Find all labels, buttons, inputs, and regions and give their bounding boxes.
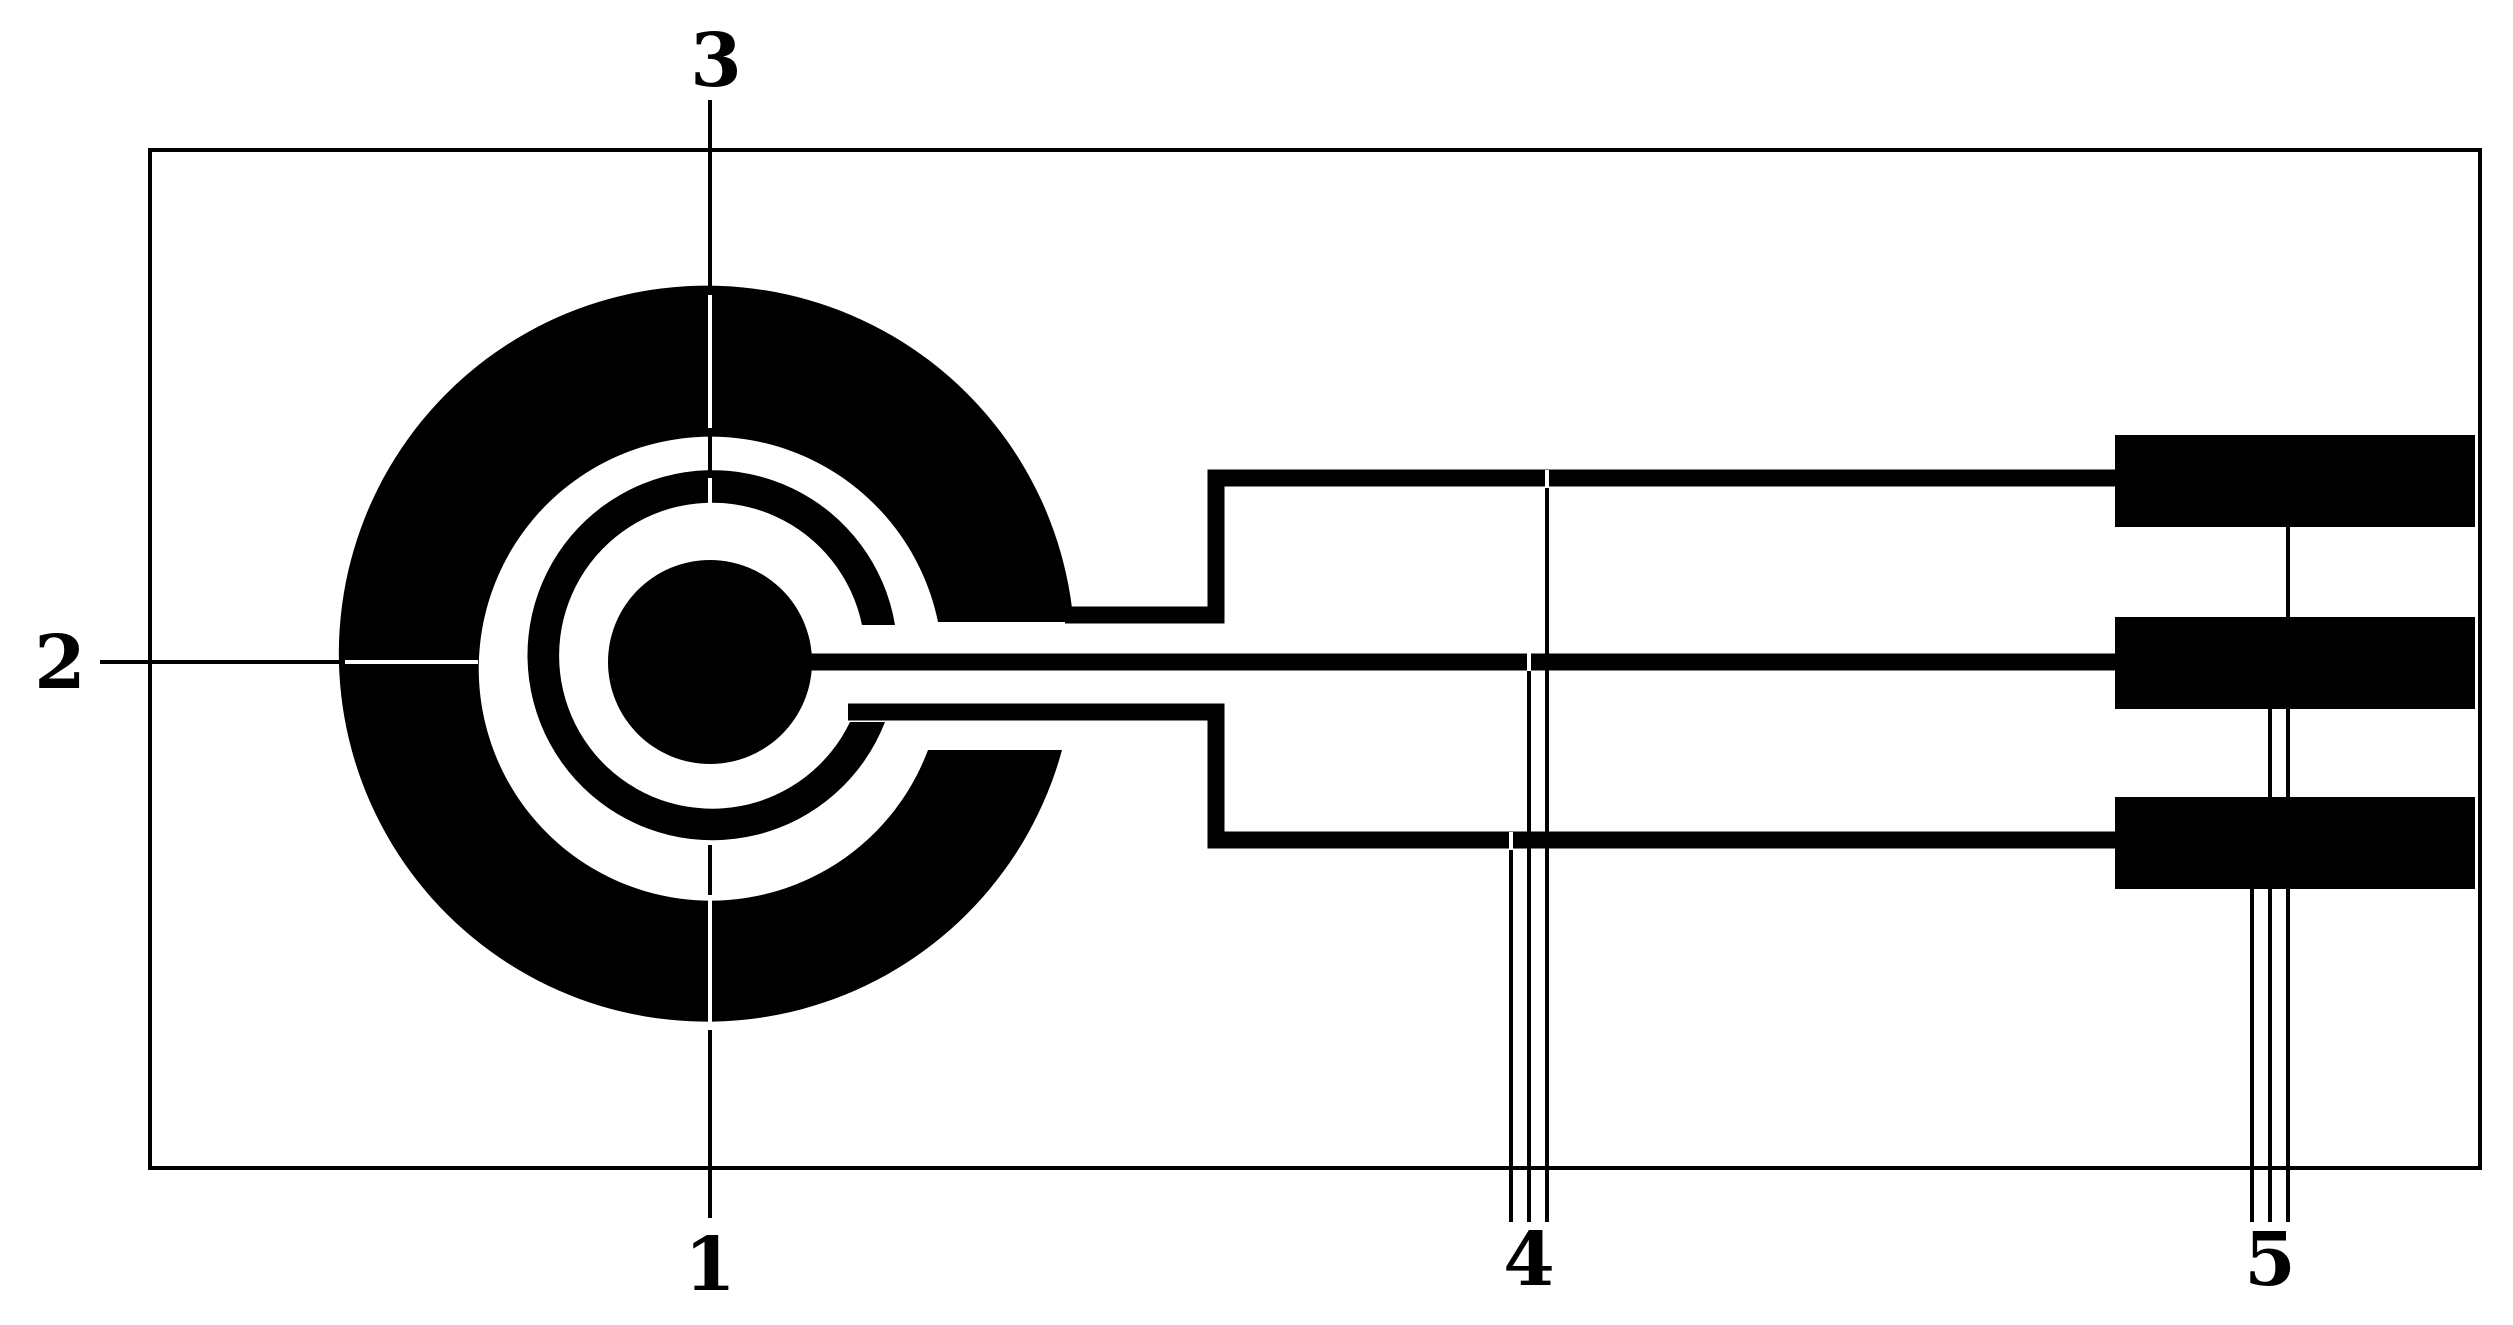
substrate-outline bbox=[148, 148, 2482, 1170]
label-5: 5 bbox=[2244, 1217, 2296, 1303]
contact-pad-bottom bbox=[2115, 797, 2475, 889]
label-3: 3 bbox=[690, 18, 742, 104]
contact-pad-top bbox=[2115, 435, 2475, 527]
label-2: 2 bbox=[34, 620, 86, 706]
center-disc-electrode bbox=[608, 560, 812, 764]
leader-lines bbox=[100, 100, 2290, 1222]
contact-pad-middle bbox=[2115, 617, 2475, 709]
bottom-lead-trace bbox=[848, 703, 2120, 849]
top-lead-trace bbox=[1065, 469, 2120, 624]
label-4: 4 bbox=[1503, 1217, 1555, 1303]
outer-ring-electrode bbox=[338, 285, 1072, 1022]
leader-lines-inverse bbox=[345, 295, 1549, 1030]
label-1: 1 bbox=[684, 1222, 736, 1308]
